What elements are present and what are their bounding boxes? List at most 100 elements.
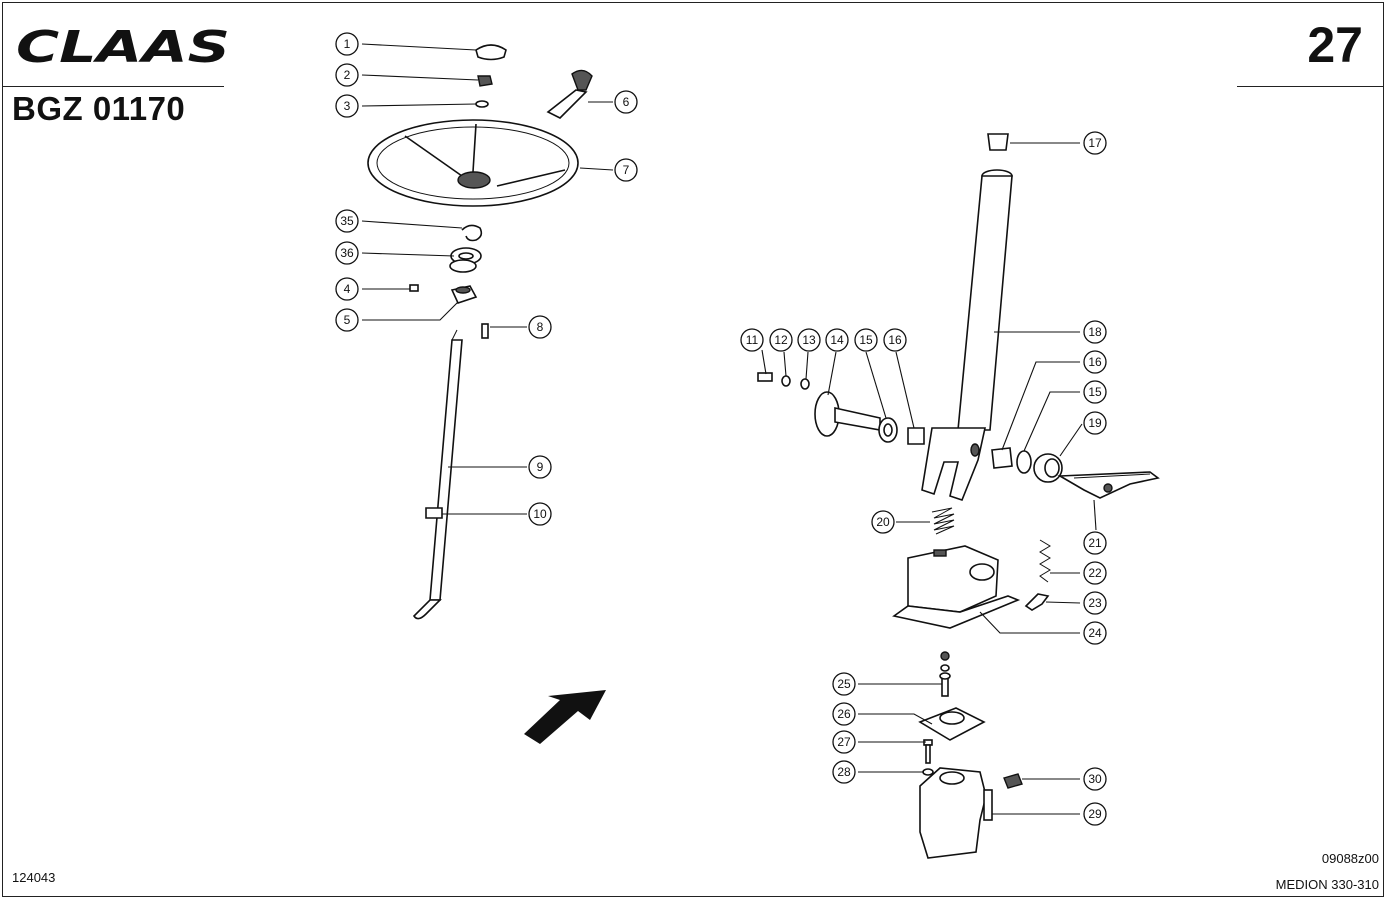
callout-9: 9 bbox=[528, 455, 552, 479]
callout-24: 24 bbox=[1083, 621, 1107, 645]
part-spring-20 bbox=[931, 507, 955, 535]
svg-text:22: 22 bbox=[1088, 566, 1102, 580]
part-steering-wheel bbox=[367, 119, 579, 207]
svg-text:27: 27 bbox=[837, 735, 851, 749]
part-sleeve-16b bbox=[991, 447, 1013, 469]
callout-2: 2 bbox=[335, 63, 359, 87]
callout-15: 15 bbox=[854, 328, 878, 352]
callout-29: 29 bbox=[1083, 802, 1107, 826]
svg-text:2: 2 bbox=[344, 68, 351, 82]
svg-text:21: 21 bbox=[1088, 536, 1102, 550]
part-bush bbox=[987, 133, 1009, 151]
part-spinner-knob bbox=[546, 69, 593, 119]
header-rule-left bbox=[2, 86, 224, 87]
callout-10: 10 bbox=[528, 502, 552, 526]
callout-23: 23 bbox=[1083, 591, 1107, 615]
svg-text:12: 12 bbox=[774, 333, 788, 347]
callout-13: 13 bbox=[797, 328, 821, 352]
part-steering-tube bbox=[957, 169, 1013, 431]
svg-text:19: 19 bbox=[1088, 416, 1102, 430]
part-washer-28 bbox=[922, 768, 934, 776]
svg-text:35: 35 bbox=[340, 214, 354, 228]
part-pedal bbox=[1057, 471, 1160, 499]
svg-text:4: 4 bbox=[344, 282, 351, 296]
callout-3: 3 bbox=[335, 94, 359, 118]
direction-arrow bbox=[524, 690, 606, 744]
callout-25: 25 bbox=[832, 672, 856, 696]
part-washer bbox=[475, 100, 489, 108]
part-spring-22 bbox=[1039, 539, 1051, 583]
document-code: BGZ 01170 bbox=[12, 90, 186, 127]
svg-text:13: 13 bbox=[802, 333, 816, 347]
part-washer-12 bbox=[781, 375, 791, 387]
callout-11: 11 bbox=[740, 328, 764, 352]
callout-21: 21 bbox=[1083, 531, 1107, 555]
svg-text:5: 5 bbox=[344, 313, 351, 327]
callout-36: 36 bbox=[335, 241, 359, 265]
callout-28: 28 bbox=[832, 760, 856, 784]
svg-text:29: 29 bbox=[1088, 807, 1102, 821]
part-ring-15b bbox=[1016, 450, 1032, 474]
svg-text:36: 36 bbox=[340, 246, 354, 260]
svg-text:24: 24 bbox=[1088, 626, 1102, 640]
callout-8: 8 bbox=[528, 315, 552, 339]
callout-20: 20 bbox=[871, 510, 895, 534]
callout-12: 12 bbox=[769, 328, 793, 352]
svg-text:26: 26 bbox=[837, 707, 851, 721]
svg-text:30: 30 bbox=[1088, 772, 1102, 786]
svg-text:16: 16 bbox=[1088, 355, 1102, 369]
callout-30: 30 bbox=[1083, 767, 1107, 791]
claas-logo: CLAAS bbox=[16, 22, 230, 68]
svg-text:23: 23 bbox=[1088, 596, 1102, 610]
callout-22: 22 bbox=[1083, 561, 1107, 585]
svg-text:CLAAS: CLAAS bbox=[16, 22, 230, 68]
callout-16b: 16 bbox=[1083, 350, 1107, 374]
svg-text:14: 14 bbox=[830, 333, 844, 347]
part-bolt-25 bbox=[939, 651, 951, 697]
part-grub-screw bbox=[409, 284, 419, 292]
callout-19: 19 bbox=[1083, 411, 1107, 435]
page-number: 27 bbox=[1307, 17, 1363, 73]
callout-18: 18 bbox=[1083, 320, 1107, 344]
callout-15b: 15 bbox=[1083, 380, 1107, 404]
part-pivot-bracket bbox=[921, 427, 986, 501]
svg-text:9: 9 bbox=[537, 460, 544, 474]
part-screw-27 bbox=[923, 739, 933, 764]
svg-text:8: 8 bbox=[537, 320, 544, 334]
part-fitting-30 bbox=[1003, 773, 1023, 789]
part-pin bbox=[481, 323, 489, 339]
svg-text:18: 18 bbox=[1088, 325, 1102, 339]
svg-text:16: 16 bbox=[888, 333, 902, 347]
figure-reference: 124043 bbox=[12, 870, 56, 885]
svg-text:25: 25 bbox=[837, 677, 851, 691]
svg-text:6: 6 bbox=[623, 95, 630, 109]
part-cap bbox=[475, 44, 507, 61]
part-sleeve-16 bbox=[907, 427, 925, 445]
callout-4: 4 bbox=[335, 277, 359, 301]
callout-7: 7 bbox=[614, 158, 638, 182]
callout-35: 35 bbox=[335, 209, 359, 233]
svg-text:10: 10 bbox=[533, 507, 547, 521]
part-flange-plate bbox=[918, 707, 986, 741]
svg-text:3: 3 bbox=[344, 99, 351, 113]
part-circlip bbox=[461, 224, 483, 242]
svg-text:11: 11 bbox=[746, 333, 759, 347]
header-rule-right bbox=[1237, 86, 1384, 87]
callout-26: 26 bbox=[832, 702, 856, 726]
callout-17: 17 bbox=[1083, 131, 1107, 155]
part-washer-13 bbox=[800, 378, 810, 390]
part-steering-unit bbox=[919, 767, 993, 859]
part-flange-shaft bbox=[814, 391, 881, 437]
callout-5: 5 bbox=[335, 308, 359, 332]
part-housing bbox=[892, 545, 1021, 629]
svg-text:15: 15 bbox=[1088, 385, 1102, 399]
callout-27: 27 bbox=[832, 730, 856, 754]
part-nut bbox=[477, 75, 493, 87]
svg-text:7: 7 bbox=[623, 163, 630, 177]
part-collar bbox=[450, 285, 478, 304]
part-bearing-19 bbox=[1033, 453, 1063, 483]
svg-text:15: 15 bbox=[859, 333, 873, 347]
drawing-reference: 09088z00 bbox=[1321, 851, 1379, 866]
